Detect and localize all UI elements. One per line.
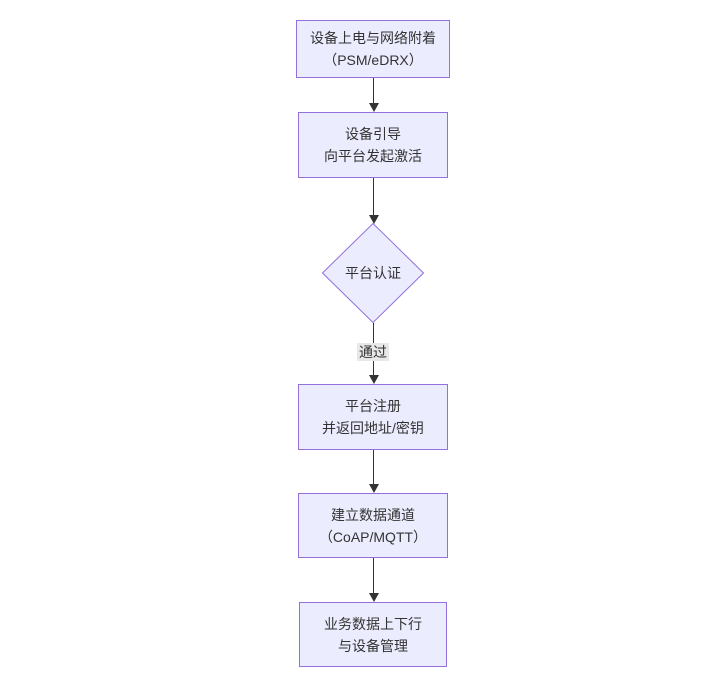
node-bootstrap-line2: 向平台发起激活 — [324, 148, 422, 164]
node-business-line2: 与设备管理 — [338, 637, 408, 654]
diamond-shape — [322, 223, 424, 323]
arrowhead-down-icon — [368, 484, 379, 493]
node-bootstrap-line1: 设备引导 — [345, 126, 401, 142]
edge-register-to-channel — [368, 450, 379, 493]
node-register-line2: 并返回地址/密钥 — [322, 420, 424, 436]
node-power-attach-line2: （PSM/eDRX） — [323, 52, 423, 68]
arrowhead-down-icon — [368, 103, 379, 112]
node-bootstrap: 设备引导 向平台发起激活 — [298, 112, 448, 178]
node-power-attach-line1: 设备上电与网络附着 — [310, 30, 436, 46]
edge-power-attach-to-bootstrap — [368, 78, 379, 112]
node-register-line1: 平台注册 — [345, 398, 401, 414]
arrowhead-down-icon — [368, 215, 379, 224]
edge-line — [373, 558, 374, 593]
node-register: 平台注册 并返回地址/密钥 — [298, 384, 448, 450]
arrowhead-down-icon — [368, 375, 379, 384]
node-channel-line2: （CoAP/MQTT） — [318, 528, 428, 545]
edge-label-pass: 通过 — [357, 343, 389, 361]
node-auth-label: 平台认证 — [345, 265, 401, 281]
edge-bootstrap-to-auth — [368, 178, 379, 224]
node-business-line1: 业务数据上下行 — [324, 615, 422, 632]
node-channel-line1: 建立数据通道 — [331, 506, 415, 523]
edge-line — [373, 78, 374, 103]
node-channel: 建立数据通道 （CoAP/MQTT） — [298, 493, 448, 558]
node-power-attach: 设备上电与网络附着 （PSM/eDRX） — [296, 20, 450, 78]
edge-line — [373, 178, 374, 215]
arrowhead-down-icon — [368, 593, 379, 602]
edge-line — [373, 450, 374, 484]
edge-channel-to-business — [368, 558, 379, 602]
node-business: 业务数据上下行 与设备管理 — [299, 602, 447, 667]
node-auth-decision: 平台认证 — [322, 223, 424, 323]
